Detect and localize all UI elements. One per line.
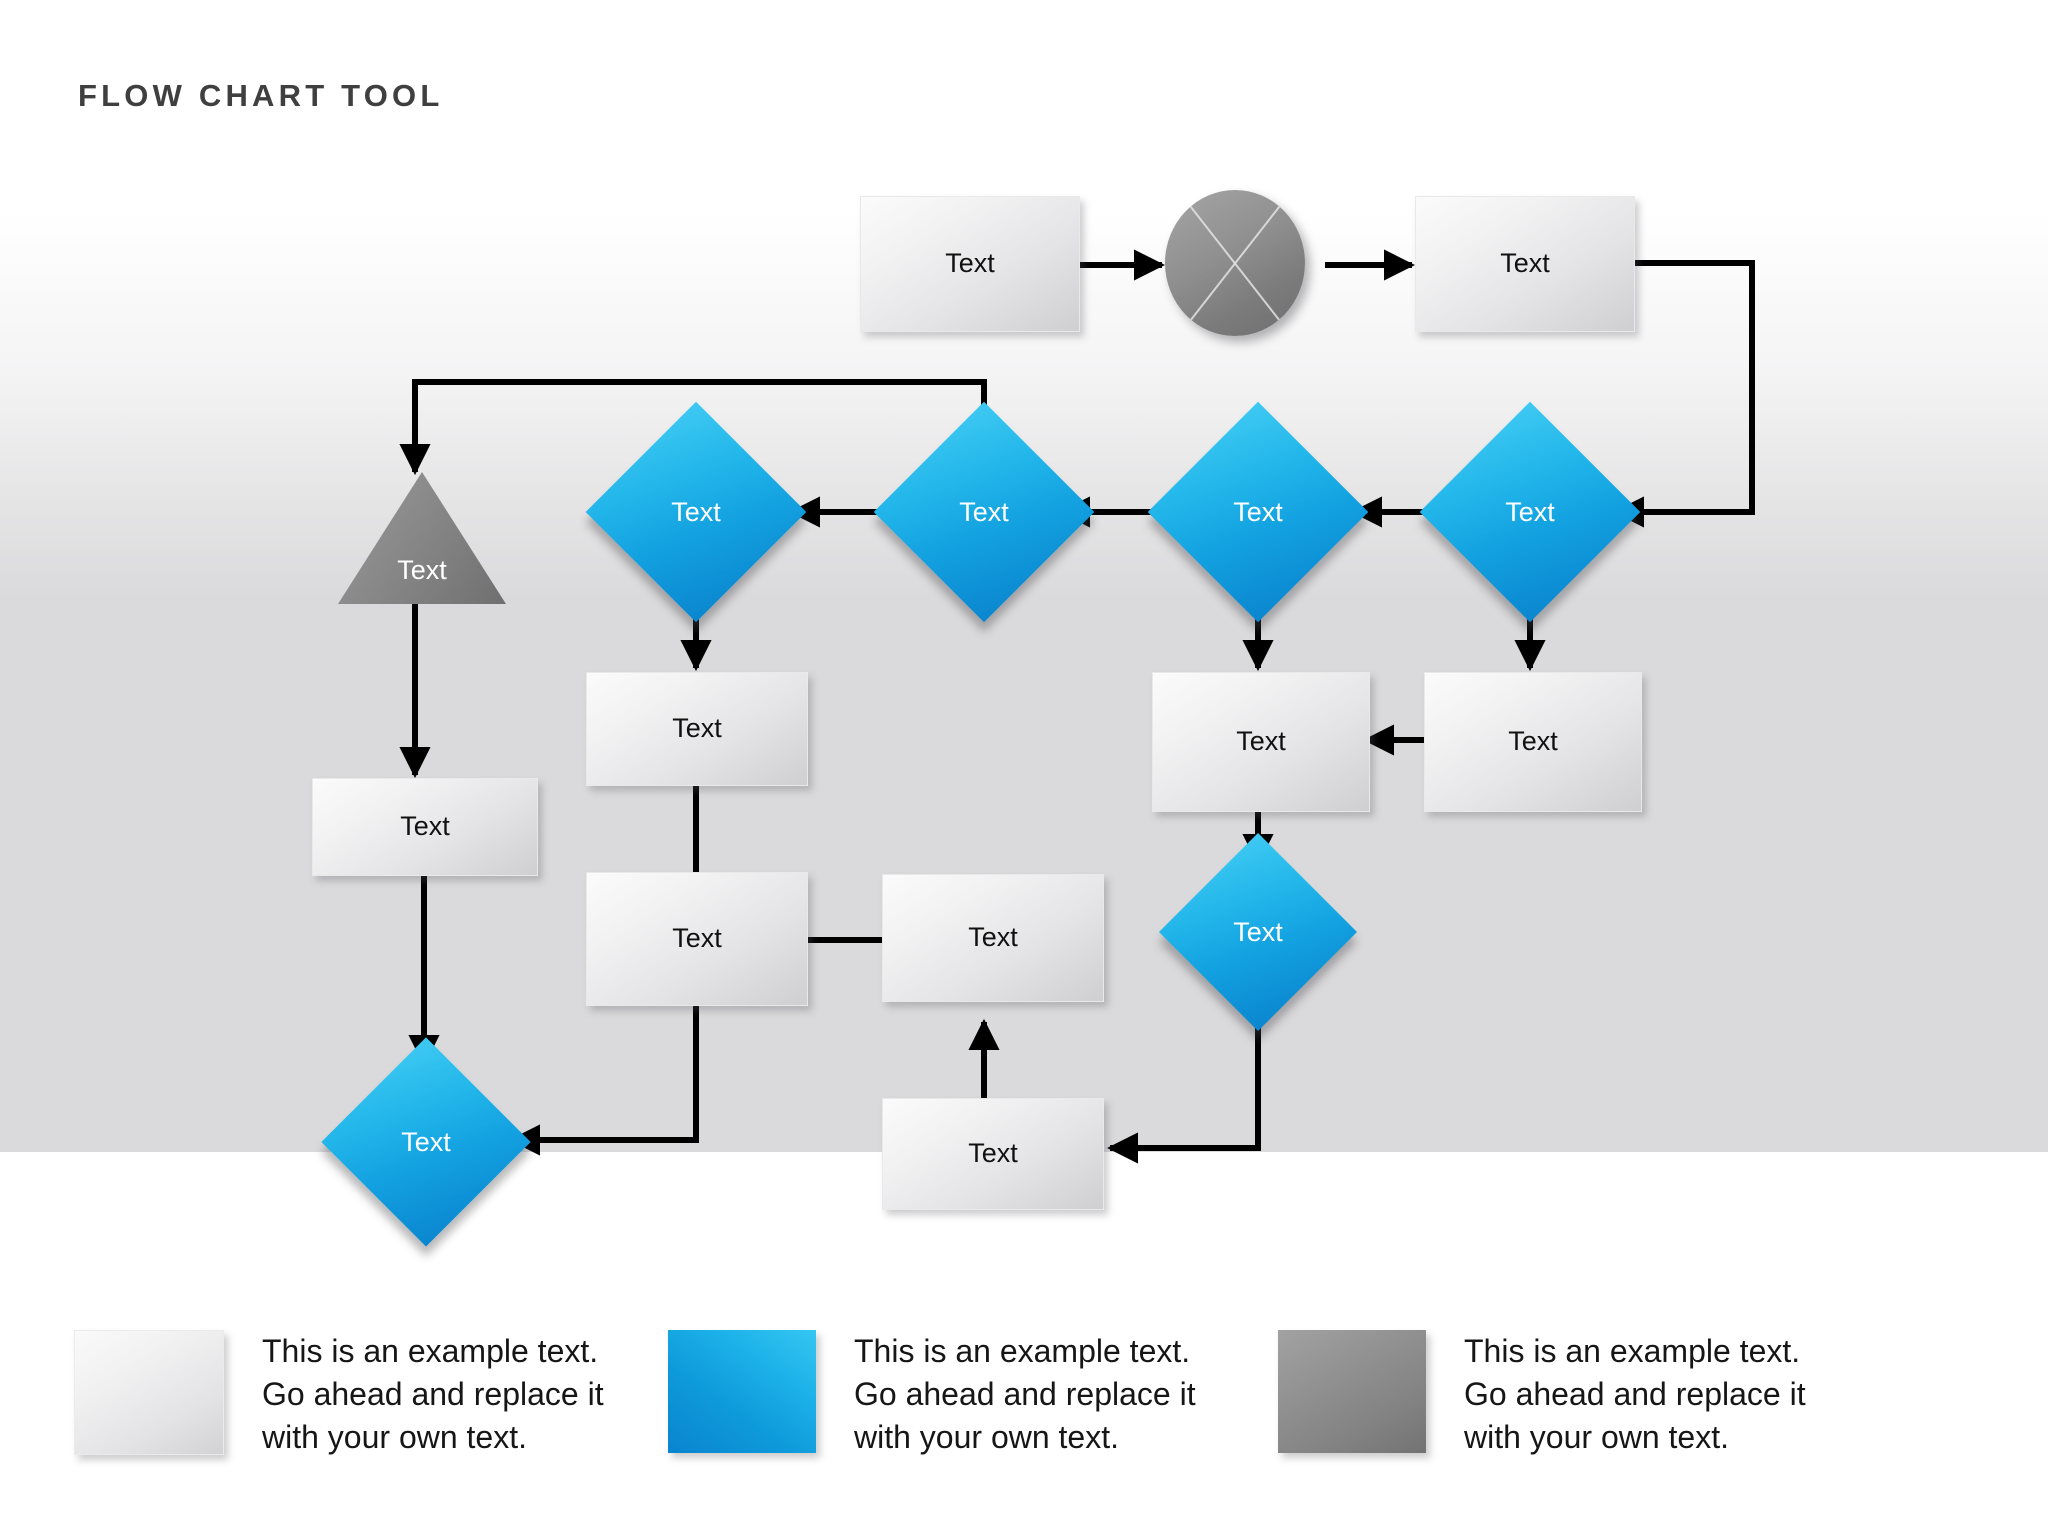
legend-line-3: with your own text. — [262, 1419, 527, 1455]
node-top-box-right[interactable]: Text — [1415, 196, 1635, 332]
node-diamond-4[interactable]: Text — [1419, 401, 1641, 623]
legend-text-3: This is an example text. Go ahead and re… — [1464, 1330, 1806, 1459]
legend-line-3: with your own text. — [854, 1419, 1119, 1455]
node-label: Text — [968, 921, 1018, 952]
node-box-col3-mid[interactable]: Text — [882, 874, 1104, 1002]
node-label: Text — [1233, 916, 1283, 947]
node-diamond-6[interactable]: Text — [321, 1037, 531, 1247]
node-box-bottom-mid[interactable]: Text — [882, 1098, 1104, 1210]
node-box-col2-upper[interactable]: Text — [586, 672, 808, 786]
node-label: Text — [1500, 247, 1550, 278]
legend-swatch-blue — [668, 1330, 816, 1453]
node-label: Text — [671, 496, 721, 527]
legend-swatch-dark-gray — [1278, 1330, 1426, 1453]
node-top-circle-cross[interactable] — [1165, 190, 1305, 336]
node-label: Text — [672, 712, 722, 743]
legend-line-3: with your own text. — [1464, 1419, 1729, 1455]
node-label: Text — [959, 496, 1009, 527]
node-box-left-mid[interactable]: Text — [312, 778, 538, 876]
node-diamond-2[interactable]: Text — [873, 401, 1095, 623]
legend-item-3: This is an example text. Go ahead and re… — [1278, 1330, 1806, 1459]
node-label: Text — [968, 1137, 1018, 1168]
node-diamond-5[interactable]: Text — [1159, 833, 1357, 1031]
page-title: FLOW CHART TOOL — [78, 78, 444, 113]
node-label: Text — [1233, 496, 1283, 527]
node-box-col2-lower[interactable]: Text — [586, 872, 808, 1006]
node-label: Text — [400, 810, 450, 841]
node-label: Text — [1236, 725, 1286, 756]
node-label: Text — [1505, 496, 1555, 527]
legend-line-1: This is an example text. — [1464, 1333, 1801, 1369]
node-label: Text — [672, 922, 722, 953]
legend-line-2: Go ahead and replace it — [262, 1376, 604, 1412]
legend-line-1: This is an example text. — [854, 1333, 1191, 1369]
node-triangle[interactable]: Text — [338, 472, 506, 604]
node-label: Text — [397, 555, 447, 585]
legend-swatch-gray — [74, 1330, 224, 1455]
node-diamond-3[interactable]: Text — [1147, 401, 1369, 623]
legend-text-1: This is an example text. Go ahead and re… — [262, 1330, 604, 1459]
node-top-box-left[interactable]: Text — [860, 196, 1080, 332]
legend-line-2: Go ahead and replace it — [1464, 1376, 1806, 1412]
node-box-right-far[interactable]: Text — [1424, 672, 1642, 812]
node-box-right-upper[interactable]: Text — [1152, 672, 1370, 812]
node-label: Text — [1508, 725, 1558, 756]
legend-item-2: This is an example text. Go ahead and re… — [668, 1330, 1196, 1459]
legend-text-2: This is an example text. Go ahead and re… — [854, 1330, 1196, 1459]
background-band-bottom — [0, 1152, 2048, 1536]
legend: This is an example text. Go ahead and re… — [0, 1330, 2048, 1510]
legend-item-1: This is an example text. Go ahead and re… — [74, 1330, 604, 1459]
legend-line-2: Go ahead and replace it — [854, 1376, 1196, 1412]
node-label: Text — [945, 247, 995, 278]
legend-line-1: This is an example text. — [262, 1333, 599, 1369]
node-label: Text — [401, 1126, 451, 1157]
node-diamond-1[interactable]: Text — [585, 401, 807, 623]
